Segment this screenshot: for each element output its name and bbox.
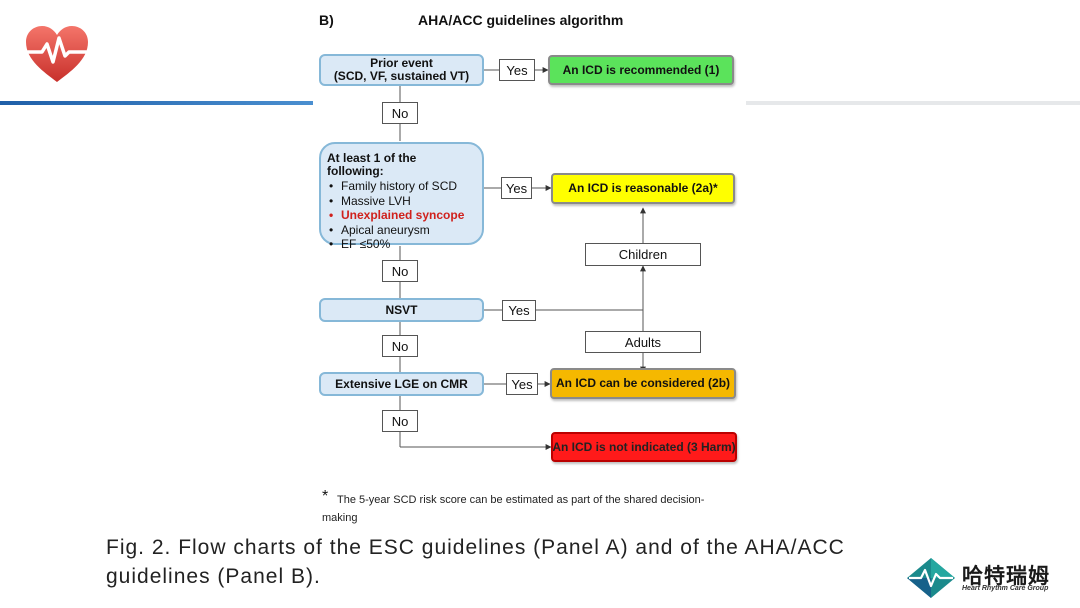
children-box: Children [585, 243, 701, 266]
result-reasonable: An ICD is reasonable (2a)* [551, 173, 735, 204]
header-rule-left [0, 101, 314, 105]
criteria-box: At least 1 of the following: Family hist… [319, 142, 484, 251]
footnote-line-1: The 5-year SCD risk score can be estimat… [337, 494, 705, 506]
criteria-item-ef: EF ≤50% [327, 237, 476, 252]
no-label-nsvt: No [382, 335, 418, 357]
heart-pulse-icon [26, 26, 88, 82]
heart-rhythm-logo-icon [907, 558, 955, 598]
yes-label-nsvt: Yes [502, 300, 536, 321]
criteria-heading: At least 1 of the following: [327, 151, 417, 178]
result-not-indicated: An ICD is not indicated (3 Harm) [551, 432, 737, 462]
no-label-prior-event: No [382, 102, 418, 124]
panel-title: AHA/ACC guidelines algorithm [418, 12, 624, 28]
header-rule-right [746, 101, 1080, 105]
logo-english-text: Heart Rhythm Care Group [962, 585, 1049, 592]
adults-box: Adults [585, 331, 701, 353]
prior-event-box: Prior event (SCD, VF, sustained VT) [319, 54, 484, 86]
footnote-text: The 5-year SCD risk score can be estimat… [322, 491, 747, 527]
yes-label-prior-event: Yes [499, 59, 535, 81]
no-label-lge: No [382, 410, 418, 432]
figure-caption: Fig. 2. Flow charts of the ESC guideline… [106, 533, 926, 591]
nsvt-box: NSVT [319, 298, 484, 322]
criteria-item-massive-lvh: Massive LVH [327, 194, 476, 209]
footnote-star: * [322, 488, 329, 505]
criteria-item-unexplained-syncope: Unexplained syncope [327, 208, 476, 223]
panel-label: B) [319, 12, 334, 28]
yes-label-criteria: Yes [501, 177, 532, 199]
caption-line-2: guidelines (Panel B). [106, 565, 321, 588]
yes-label-lge: Yes [506, 373, 538, 395]
footnote-line-2: making [322, 512, 358, 524]
result-recommended: An ICD is recommended (1) [548, 55, 734, 85]
result-considered: An ICD can be considered (2b) [550, 368, 736, 399]
lge-box: Extensive LGE on CMR [319, 372, 484, 396]
criteria-item-apical-aneurysm: Apical aneurysm [327, 223, 476, 238]
caption-line-1: Fig. 2. Flow charts of the ESC guideline… [106, 536, 845, 559]
criteria-list: Family history of SCD Massive LVH Unexpl… [327, 179, 476, 252]
criteria-item-family-history: Family history of SCD [327, 179, 476, 194]
logo-chinese-text: 哈特瑞姆 [962, 565, 1050, 588]
no-label-criteria: No [382, 260, 418, 282]
